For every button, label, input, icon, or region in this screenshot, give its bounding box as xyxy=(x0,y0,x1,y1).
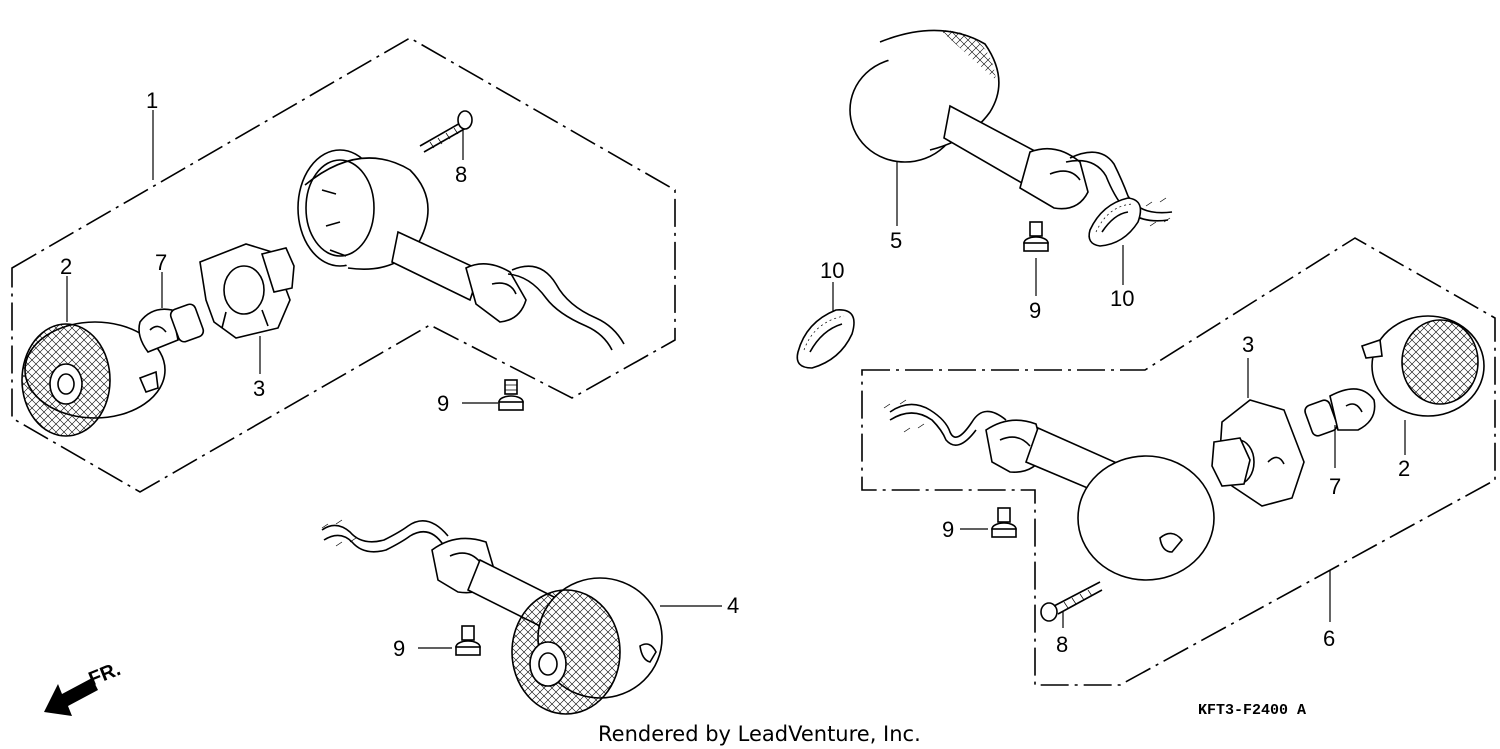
front-direction-arrow-icon xyxy=(44,678,98,716)
callout-2-left: 2 xyxy=(60,254,72,279)
bolt-top-right xyxy=(1023,221,1049,252)
diagram-code: KFT3-F2400 A xyxy=(1198,702,1306,719)
callout-10-right: 10 xyxy=(1110,286,1134,311)
callout-10-left: 10 xyxy=(820,258,844,283)
bolt-mid xyxy=(498,379,524,411)
bolt-right xyxy=(991,507,1017,538)
front-direction-indicator xyxy=(44,678,98,716)
callout-8-right: 8 xyxy=(1056,632,1068,657)
assembly-front-bottom xyxy=(321,519,722,715)
bulb-left xyxy=(138,303,205,353)
callout-9-mid: 9 xyxy=(437,391,449,416)
socket-right xyxy=(1211,399,1305,507)
housing-left xyxy=(297,149,625,351)
callout-8-top: 8 xyxy=(455,162,467,187)
bolt-bottom xyxy=(455,625,481,656)
assembly-rear-right xyxy=(861,237,1496,686)
credit-text: Rendered by LeadVenture, Inc. xyxy=(598,722,921,746)
screw-right xyxy=(1040,581,1103,622)
callout-9-right: 9 xyxy=(942,517,954,542)
callout-9-top-right: 9 xyxy=(1029,298,1041,323)
assembly-1-outline xyxy=(11,37,676,493)
callout-3-right: 3 xyxy=(1242,332,1254,357)
front-label: FR. xyxy=(86,658,124,690)
callout-9-bottom: 9 xyxy=(393,636,405,661)
callout-3-left: 3 xyxy=(253,376,265,401)
grommet-top-right xyxy=(1088,197,1142,247)
callout-6: 6 xyxy=(1323,626,1335,651)
callout-2-right: 2 xyxy=(1398,456,1410,481)
callout-5: 5 xyxy=(890,228,902,253)
callout-7-right: 7 xyxy=(1329,474,1341,499)
grommet-left xyxy=(796,282,855,369)
bulb-right xyxy=(1304,388,1376,437)
callout-7-left: 7 xyxy=(155,250,167,275)
screw-top-left xyxy=(419,110,473,153)
lens-right xyxy=(1360,315,1485,417)
lens-left xyxy=(21,321,166,437)
assembly-6-outline xyxy=(861,237,1496,686)
assembly-rear-top xyxy=(849,29,1173,296)
socket-left xyxy=(199,243,295,339)
housing-right xyxy=(883,399,1215,581)
callout-1: 1 xyxy=(146,88,158,113)
callout-4: 4 xyxy=(727,593,739,618)
assembly-front-left xyxy=(11,37,676,493)
